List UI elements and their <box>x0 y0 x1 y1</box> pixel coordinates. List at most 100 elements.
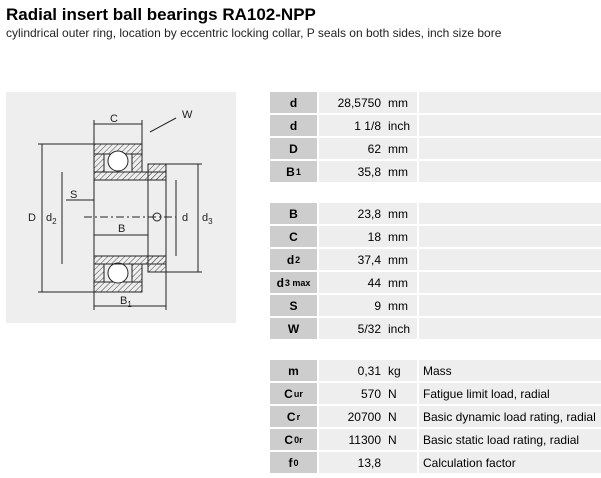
symbol-text: C <box>284 386 293 401</box>
row-description <box>419 226 601 247</box>
row-value: 570 <box>319 383 386 404</box>
row-description: Basic static load rating, radial <box>419 429 601 450</box>
row-value: 23,8 <box>319 203 386 224</box>
symbol-subscript: ur <box>293 388 303 399</box>
label-W: W <box>182 109 193 121</box>
row-unit: mm <box>386 203 417 224</box>
row-value: 9 <box>319 295 386 316</box>
row-unit: mm <box>386 226 417 247</box>
symbol-text: B <box>289 206 298 221</box>
label-S: S <box>70 189 77 201</box>
row-description: Calculation factor <box>419 452 601 473</box>
row-unit: mm <box>386 295 417 316</box>
row-description <box>419 115 601 136</box>
label-d3: d3 <box>202 212 213 226</box>
row-value: 1 1/8 <box>319 115 386 136</box>
symbol-subscript: r <box>296 411 301 422</box>
row-symbol: B <box>270 203 317 224</box>
row-unit: inch <box>386 318 417 339</box>
label-d: d <box>182 212 188 224</box>
row-unit: inch <box>386 115 417 136</box>
page-title: Radial insert ball bearings RA102-NPP <box>6 5 316 24</box>
row-unit: mm <box>386 138 417 159</box>
row-description <box>419 138 601 159</box>
row-value: 35,8 <box>319 161 386 182</box>
row-description <box>419 161 601 182</box>
row-unit: N <box>386 383 417 404</box>
page-subtitle: cylindrical outer ring, location by ecce… <box>6 26 502 40</box>
row-description: Fatigue limit load, radial <box>419 383 601 404</box>
row-unit: mm <box>386 272 417 293</box>
row-value: 44 <box>319 272 386 293</box>
symbol-text: B <box>286 164 295 179</box>
label-D: D <box>28 212 36 224</box>
symbol-text: C <box>289 229 298 244</box>
row-description <box>419 272 601 293</box>
symbol-subscript: 1 <box>295 166 301 177</box>
row-value: 18 <box>319 226 386 247</box>
row-description <box>419 203 601 224</box>
row-unit: kg <box>386 360 417 381</box>
symbol-text: d <box>289 118 298 133</box>
symbol-text: C <box>284 432 294 447</box>
row-description: Mass <box>419 360 601 381</box>
row-description <box>419 249 601 270</box>
symbol-subscript: 2 <box>295 254 301 265</box>
row-unit: mm <box>386 161 417 182</box>
symbol-text: d <box>289 95 298 110</box>
row-value: 37,4 <box>319 249 386 270</box>
symbol-subscript: 0r <box>294 434 303 445</box>
row-symbol: d <box>270 92 317 113</box>
symbol-text: D <box>289 141 298 156</box>
row-unit: N <box>386 406 417 427</box>
row-value: 11300 <box>319 429 386 450</box>
row-value: 62 <box>319 138 386 159</box>
row-description <box>419 318 601 339</box>
label-B: B <box>118 223 125 235</box>
row-description <box>419 92 601 113</box>
row-unit: N <box>386 429 417 450</box>
row-unit: mm <box>386 249 417 270</box>
row-unit: mm <box>386 92 417 113</box>
symbol-text: W <box>287 321 300 336</box>
row-value: 13,8 <box>319 452 386 473</box>
label-B1: B1 <box>120 295 132 309</box>
row-symbol: m <box>270 360 317 381</box>
row-symbol: S <box>270 295 317 316</box>
symbol-text: C <box>286 409 296 424</box>
label-C: C <box>110 113 118 125</box>
row-unit <box>386 452 417 473</box>
symbol-text: S <box>289 298 298 313</box>
symbol-text: d <box>276 275 284 290</box>
row-description: Basic dynamic load rating, radial <box>419 406 601 427</box>
row-symbol: C <box>270 226 317 247</box>
symbol-text: f <box>288 455 293 470</box>
row-value: 28,5750 <box>319 92 386 113</box>
symbol-text: m <box>288 363 299 378</box>
row-description <box>419 295 601 316</box>
bearing-technical-drawing: C W S B B1 D d2 d d3 <box>6 92 236 323</box>
